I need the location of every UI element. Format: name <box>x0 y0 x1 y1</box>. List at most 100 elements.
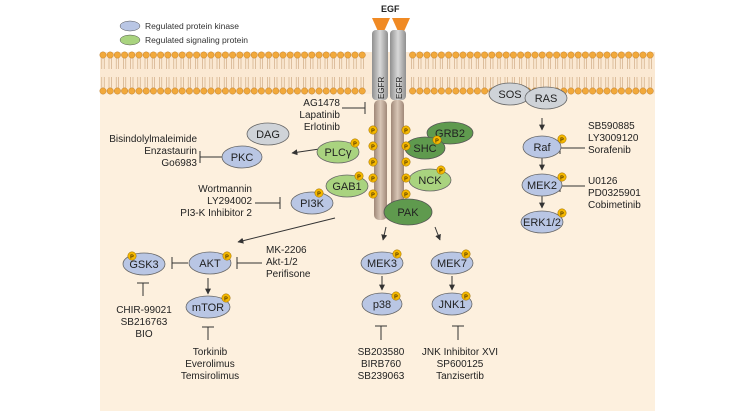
mek2-node: MEK2 <box>521 173 563 197</box>
svg-text:SB590885: SB590885 <box>588 121 635 132</box>
phospho-badge <box>401 189 411 199</box>
phospho-badge <box>368 141 378 151</box>
phospho-label: P <box>404 192 408 198</box>
phospho-label: P <box>404 128 408 134</box>
phospho-badge <box>368 125 378 135</box>
phospho-label: P <box>371 144 375 150</box>
legend-kinase-swatch <box>119 20 141 32</box>
phospho-label: P <box>130 254 134 260</box>
svg-text:Tanzisertib: Tanzisertib <box>436 371 484 382</box>
phospho-badge <box>401 173 411 183</box>
svg-text:JNK1: JNK1 <box>439 299 466 311</box>
phospho-label: P <box>371 160 375 166</box>
svg-text:MEK3: MEK3 <box>367 258 397 270</box>
akt-node: AKT <box>188 251 232 275</box>
phospho-label: P <box>371 192 375 198</box>
phospho-label: P <box>404 176 408 182</box>
phospho-badge <box>368 157 378 167</box>
pak-node: PAK <box>383 198 433 226</box>
ras-node: RAS <box>524 86 568 110</box>
svg-text:SB239063: SB239063 <box>358 371 405 382</box>
svg-text:SB216763: SB216763 <box>121 317 168 328</box>
phospho-badge <box>557 134 567 144</box>
egfr-intracellular-right <box>391 100 404 220</box>
phospho-label: P <box>560 211 564 217</box>
pi3k-node: PI3K <box>290 191 334 215</box>
phospho-badge <box>127 251 137 261</box>
svg-text:RAS: RAS <box>535 93 558 105</box>
svg-text:AKT: AKT <box>199 258 221 270</box>
raf-node: Raf <box>522 135 562 159</box>
svg-text:JNK Inhibitor XVI: JNK Inhibitor XVI <box>422 347 498 358</box>
egfr-extracellular-left <box>372 30 388 100</box>
phospho-badge <box>391 291 401 301</box>
phospho-label: P <box>395 252 399 258</box>
svg-text:Sorafenib: Sorafenib <box>588 145 631 156</box>
lipid-bilayer <box>99 51 654 95</box>
egfr-label-right: EGFR <box>395 77 404 99</box>
inhibitors-mek2: U0126 PD0325901 Cobimetinib <box>588 176 641 211</box>
phospho-label: P <box>464 294 468 300</box>
p38-node: p38 <box>361 292 403 316</box>
phospho-badge <box>368 173 378 183</box>
svg-text:LY294002: LY294002 <box>207 196 252 207</box>
sos-node: SOS <box>488 82 532 106</box>
svg-text:NCK: NCK <box>418 175 442 187</box>
erk-node: ERK1/2 <box>520 210 564 234</box>
svg-text:MK-2206: MK-2206 <box>266 245 307 256</box>
svg-text:GAB1: GAB1 <box>332 181 361 193</box>
phospho-label: P <box>317 191 321 197</box>
svg-text:BIO: BIO <box>135 329 152 340</box>
svg-text:Lapatinib: Lapatinib <box>299 110 340 121</box>
phospho-badge <box>432 135 442 145</box>
svg-text:Bisindolylmaleimide: Bisindolylmaleimide <box>109 134 197 145</box>
phospho-label: P <box>560 175 564 181</box>
phospho-label: P <box>404 144 408 150</box>
phospho-badge <box>461 291 471 301</box>
svg-text:LY3009120: LY3009120 <box>588 133 639 144</box>
svg-text:Torkinib: Torkinib <box>193 347 228 358</box>
legend-kinase-label: Regulated protein kinase <box>145 21 239 31</box>
svg-text:U0126: U0126 <box>588 176 618 187</box>
svg-text:ERK1/2: ERK1/2 <box>523 217 561 229</box>
phospho-label: P <box>371 176 375 182</box>
inhibitors-jnk1: JNK Inhibitor XVI SP600125 Tanzisertib <box>422 347 498 382</box>
svg-text:PKC: PKC <box>231 152 254 164</box>
svg-text:SP600125: SP600125 <box>437 359 484 370</box>
svg-text:AG1478: AG1478 <box>303 98 340 109</box>
inhibitors-p38: SB203580 BIRB760 SB239063 <box>358 347 405 382</box>
phospho-label: P <box>404 160 408 166</box>
inhibitors-pkc: Bisindolylmaleimide Enzastaurin Go6983 <box>109 134 197 169</box>
svg-text:mTOR: mTOR <box>192 302 224 314</box>
phospho-label: P <box>357 174 361 180</box>
phospho-badge <box>314 188 324 198</box>
egf-ligand-left <box>372 18 390 38</box>
inhibitors-gsk3: CHIR-99021 SB216763 BIO <box>116 305 172 340</box>
svg-text:Cobimetinib: Cobimetinib <box>588 200 641 211</box>
phospho-badge <box>401 157 411 167</box>
phospho-badge <box>354 171 364 181</box>
svg-text:SB203580: SB203580 <box>358 347 405 358</box>
svg-text:MEK7: MEK7 <box>437 258 467 270</box>
phospho-badge <box>557 208 567 218</box>
phospho-badge <box>436 165 446 175</box>
dag-node: DAG <box>246 122 290 146</box>
phospho-badge <box>350 138 360 148</box>
svg-text:PLCγ: PLCγ <box>325 147 352 159</box>
svg-text:Temsirolimus: Temsirolimus <box>181 371 239 382</box>
phospho-badge <box>222 251 232 261</box>
svg-text:Wortmannin: Wortmannin <box>198 184 252 195</box>
svg-text:SHC: SHC <box>413 143 436 155</box>
inhibitors-raf: SB590885 LY3009120 Sorafenib <box>588 121 639 156</box>
svg-text:Go6983: Go6983 <box>161 158 197 169</box>
svg-text:CHIR-99021: CHIR-99021 <box>116 305 172 316</box>
gab1-node: GAB1 <box>325 174 369 198</box>
egf-ligand-right <box>392 18 410 38</box>
phospho-label: P <box>224 296 228 302</box>
svg-text:p38: p38 <box>373 299 391 311</box>
phospho-label: P <box>439 168 443 174</box>
mek3-node: MEK3 <box>360 251 404 275</box>
phospho-badge <box>221 293 231 303</box>
phospho-badge <box>557 172 567 182</box>
